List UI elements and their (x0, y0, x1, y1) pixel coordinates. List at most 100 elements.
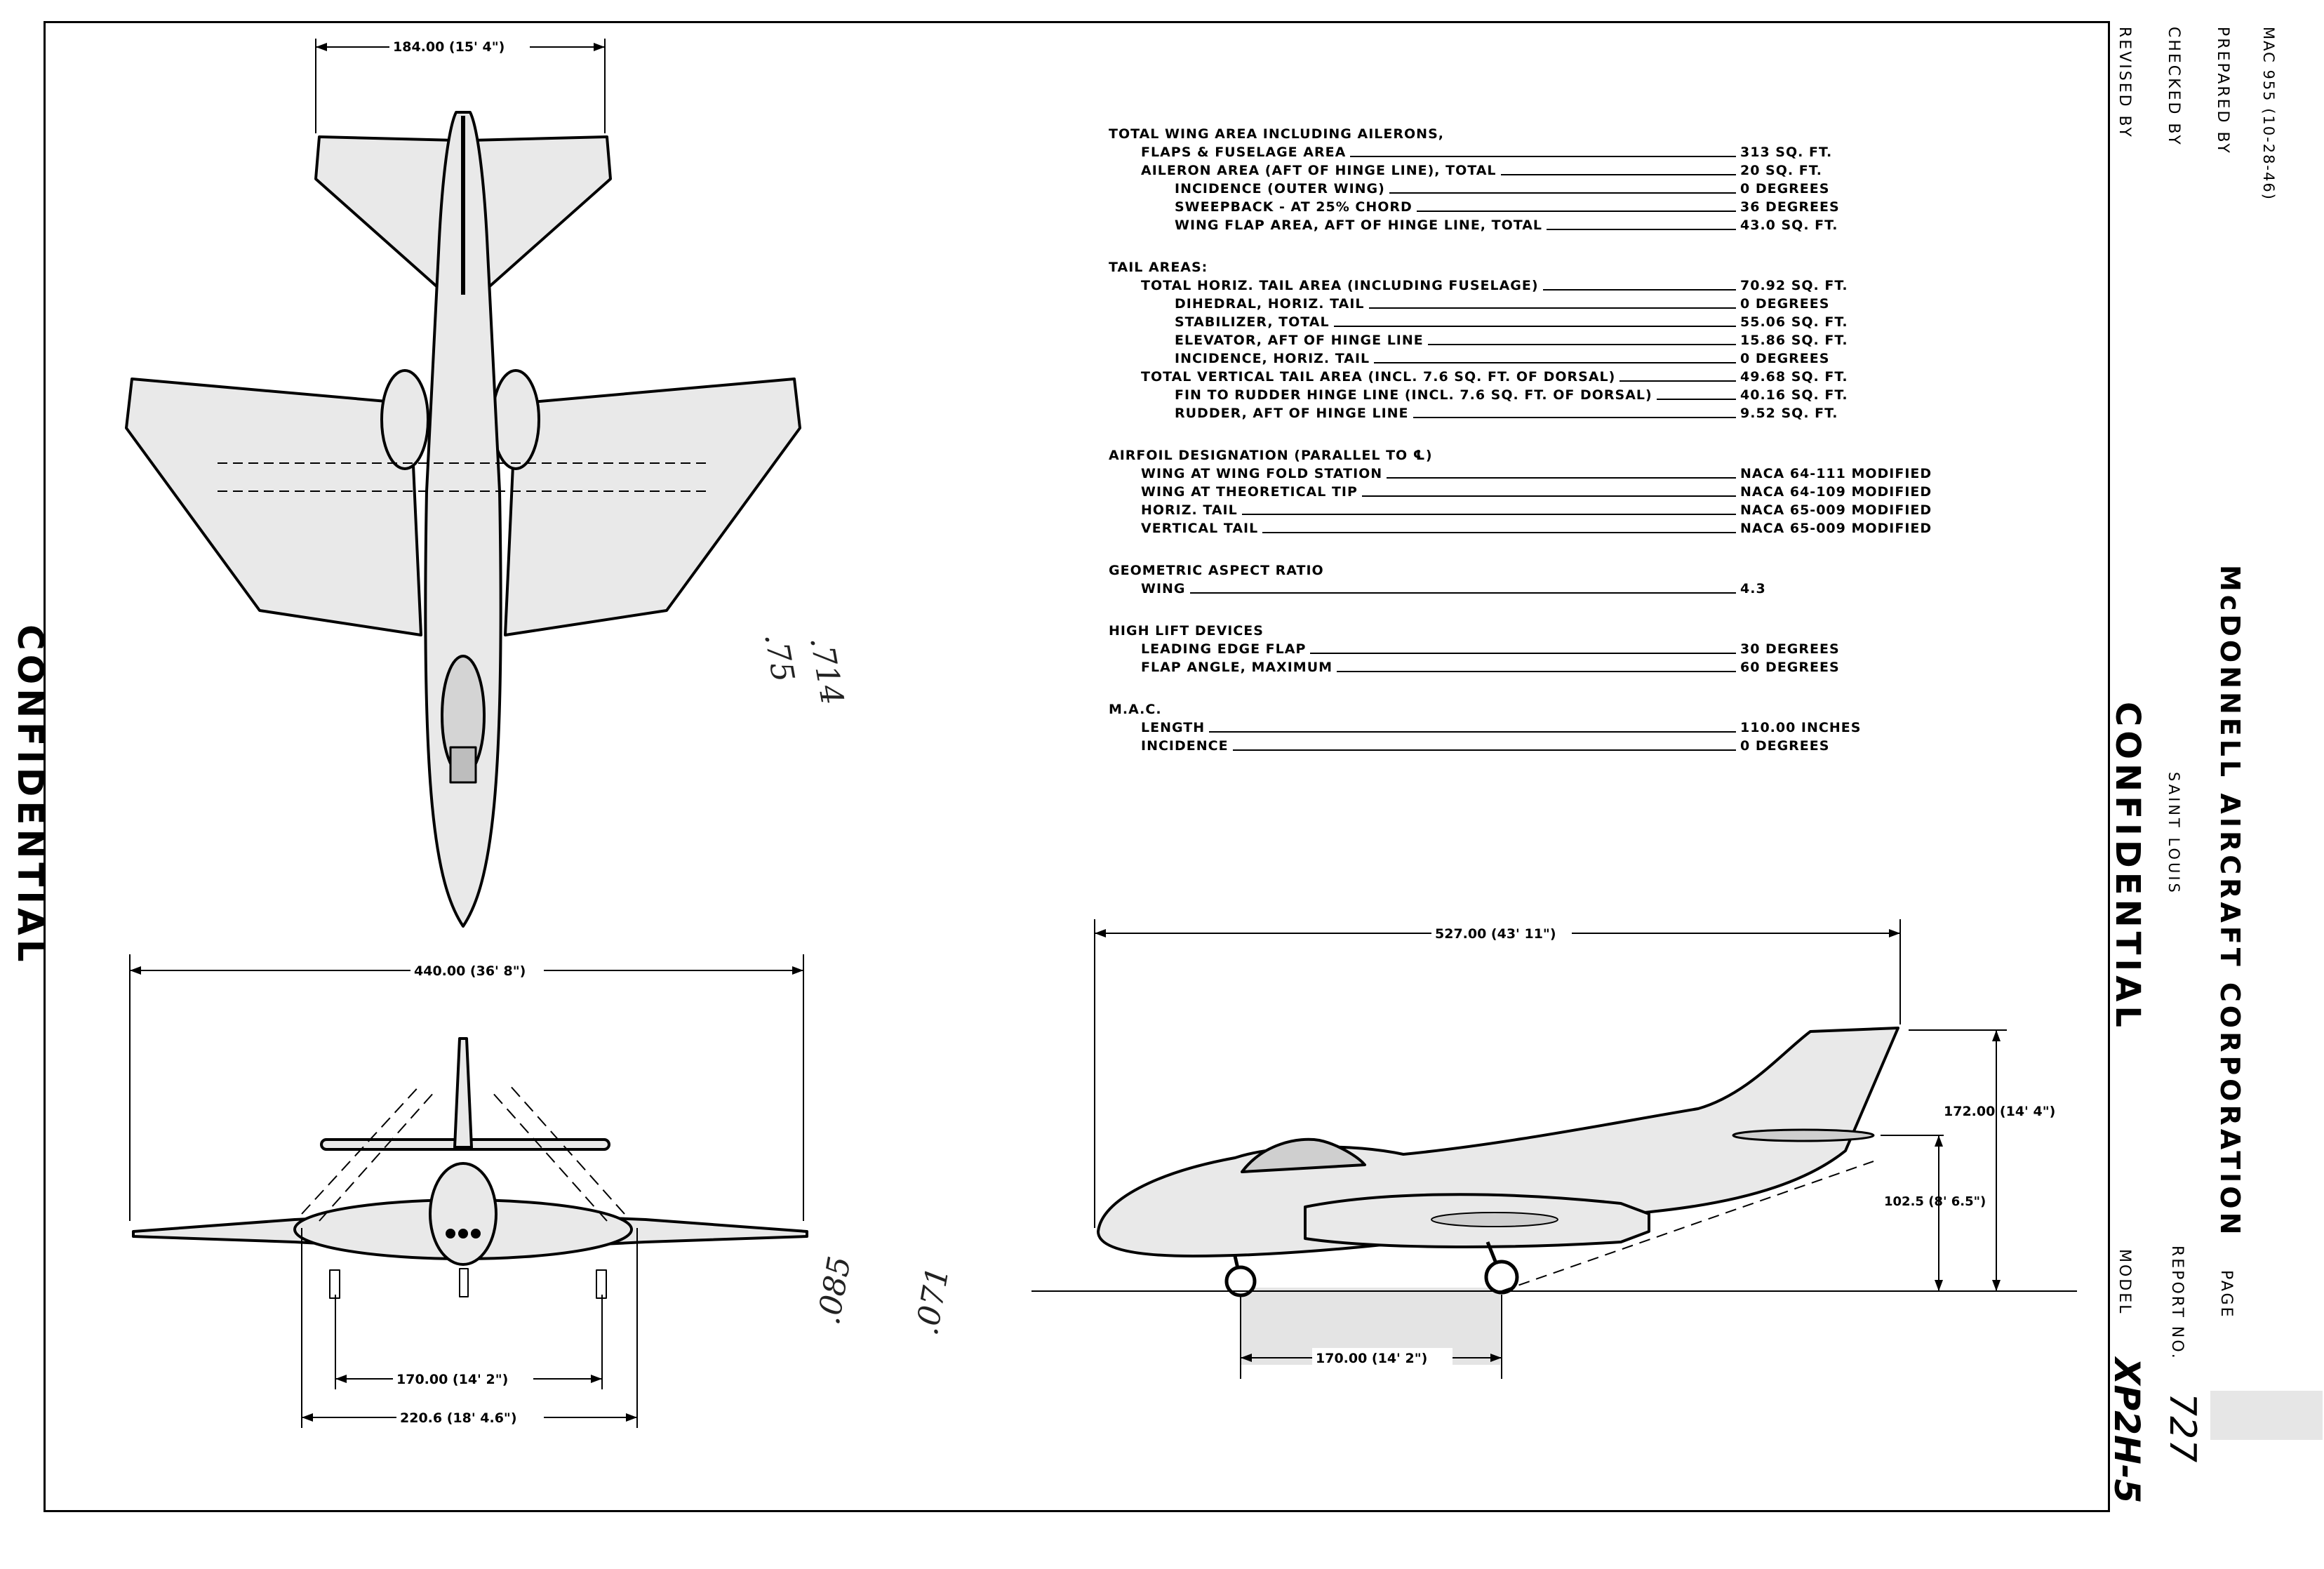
company-name: McDONNELL AIRCRAFT CORPORATION (2215, 565, 2245, 1238)
spec-row: WING FLAP AREA, AFT OF HINGE LINE, TOTAL… (1109, 216, 1937, 234)
spec-label: HORIZ. TAIL (1141, 502, 1238, 518)
dim-front-gear-tread: 170.00 (14' 2") (396, 1372, 508, 1387)
spec-label: TOTAL VERTICAL TAIL AREA (INCL. 7.6 SQ. … (1141, 369, 1616, 385)
spec-section-heading: M.A.C. (1109, 702, 1162, 717)
dim-top-tail-span: 184.00 (15' 4") (393, 39, 505, 55)
spec-value: 4.3 (1740, 581, 1766, 596)
dim-side-length: 527.00 (43' 11") (1435, 926, 1556, 942)
checked-by-label: CHECKED BY (2165, 27, 2182, 147)
spec-section: TOTAL WING AREA INCLUDING AILERONS,FLAPS… (1109, 125, 1937, 234)
spec-value: NACA 64-109 MODIFIED (1740, 484, 1932, 500)
leader-line (1413, 417, 1736, 418)
model-value: XP2H-5 (2106, 1358, 2147, 1504)
leader-line (1333, 326, 1736, 327)
page-label: PAGE (2217, 1270, 2235, 1319)
leader-line (1547, 229, 1736, 230)
dim-front-width: 220.6 (18' 4.6") (400, 1410, 517, 1426)
side-view (1031, 1027, 2077, 1365)
drawing-frame (44, 21, 2110, 1512)
leader-line (1374, 362, 1736, 363)
tape-mark (2210, 1391, 2323, 1440)
spec-label: AILERON AREA (AFT OF HINGE LINE), TOTAL (1141, 163, 1497, 178)
spec-value: 15.86 SQ. FT. (1740, 333, 1848, 348)
spec-value: 110.00 INCHES (1740, 720, 1862, 735)
spec-label: WING AT WING FOLD STATION (1141, 466, 1383, 481)
spec-value: 0 DEGREES (1740, 738, 1830, 754)
spec-row: FIN TO RUDDER HINGE LINE (INCL. 7.6 SQ. … (1109, 386, 1937, 404)
spec-section: GEOMETRIC ASPECT RATIO WING 4.3 (1109, 561, 1937, 598)
leader-line (1656, 399, 1736, 400)
spec-section-heading: TOTAL WING AREA INCLUDING AILERONS, (1109, 126, 1444, 142)
spec-label: LENGTH (1141, 720, 1206, 735)
spec-row: TOTAL HORIZ. TAIL AREA (INCLUDING FUSELA… (1109, 276, 1937, 295)
spec-value: NACA 65-009 MODIFIED (1740, 502, 1932, 518)
spec-label: LEADING EDGE FLAP (1141, 641, 1307, 657)
spec-row: WING 4.3 (1109, 580, 1937, 598)
leader-line (1389, 192, 1736, 194)
spec-label: RUDDER, AFT OF HINGE LINE (1175, 406, 1409, 421)
leader-line (1361, 495, 1736, 497)
report-number-value: 727 (2161, 1393, 2203, 1463)
plan-view (125, 111, 801, 928)
spec-label: WING (1141, 581, 1186, 596)
leader-line (1387, 477, 1736, 479)
spec-label: WING AT THEORETICAL TIP (1141, 484, 1358, 500)
leader-line (1427, 344, 1736, 345)
leader-line (1542, 289, 1736, 291)
spec-value: 49.68 SQ. FT. (1740, 369, 1848, 385)
spec-row: INCIDENCE (OUTER WING) 0 DEGREES (1109, 180, 1937, 198)
spec-row: SWEEPBACK - AT 25% CHORD 36 DEGREES (1109, 198, 1937, 216)
spec-row: WING AT THEORETICAL TIP NACA 64-109 MODIF… (1109, 483, 1937, 501)
leader-line (1189, 592, 1736, 594)
spec-label: STABILIZER, TOTAL (1175, 314, 1330, 330)
dim-side-wheelbase: 170.00 (14' 2") (1316, 1351, 1427, 1366)
leader-line (1350, 156, 1736, 157)
leader-line (1416, 211, 1736, 212)
spec-section-heading: AIRFOIL DESIGNATION (PARALLEL TO ℄) (1109, 448, 1433, 463)
dim-side-height-2: 102.5 (8' 6.5") (1884, 1194, 1986, 1209)
prepared-by-label: PREPARED BY (2214, 27, 2231, 155)
spec-row: HORIZ. TAIL NACA 65-009 MODIFIED (1109, 501, 1937, 519)
leader-line (1310, 653, 1736, 654)
spec-section-heading: HIGH LIFT DEVICES (1109, 623, 1264, 639)
spec-value: 0 DEGREES (1740, 181, 1830, 196)
spec-row: LENGTH 110.00 INCHES (1109, 719, 1937, 737)
spec-value: 36 DEGREES (1740, 199, 1840, 215)
spec-value: 20 SQ. FT. (1740, 163, 1822, 178)
spec-row: AILERON AREA (AFT OF HINGE LINE), TOTAL 2… (1109, 161, 1937, 180)
spec-row: STABILIZER, TOTAL 55.06 SQ. FT. (1109, 313, 1937, 331)
spec-value: 0 DEGREES (1740, 296, 1830, 312)
spec-label: FIN TO RUDDER HINGE LINE (INCL. 7.6 SQ. … (1175, 387, 1652, 403)
dim-side-height: 172.00 (14' 4") (1944, 1104, 2055, 1119)
handwritten-note-c: .085 (811, 1254, 858, 1328)
spec-label: INCIDENCE (OUTER WING) (1175, 181, 1385, 196)
leader-line (1262, 532, 1736, 533)
spec-value: 9.52 SQ. FT. (1740, 406, 1838, 421)
confidential-stamp-right: CONFIDENTIAL (2108, 702, 2147, 1031)
spec-section: AIRFOIL DESIGNATION (PARALLEL TO ℄) WING … (1109, 446, 1937, 538)
report-number-label: REPORT NO. (2168, 1246, 2186, 1361)
model-label: MODEL (2116, 1249, 2133, 1316)
spec-value: 55.06 SQ. FT. (1740, 314, 1848, 330)
spec-section: TAIL AREAS:TOTAL HORIZ. TAIL AREA (INCLU… (1109, 258, 1937, 422)
spec-label: WING FLAP AREA, AFT OF HINGE LINE, TOTAL (1175, 218, 1543, 233)
spec-label: SWEEPBACK - AT 25% CHORD (1175, 199, 1413, 215)
spec-label: FLAP ANGLE, MAXIMUM (1141, 660, 1333, 675)
handwritten-note-a: .75 (757, 630, 801, 685)
spec-section-heading: GEOMETRIC ASPECT RATIO (1109, 563, 1324, 578)
handwritten-note-d: .071 (909, 1264, 956, 1338)
leader-line (1337, 671, 1736, 672)
leader-line (1500, 174, 1736, 175)
spec-value: NACA 64-111 MODIFIED (1740, 466, 1932, 481)
